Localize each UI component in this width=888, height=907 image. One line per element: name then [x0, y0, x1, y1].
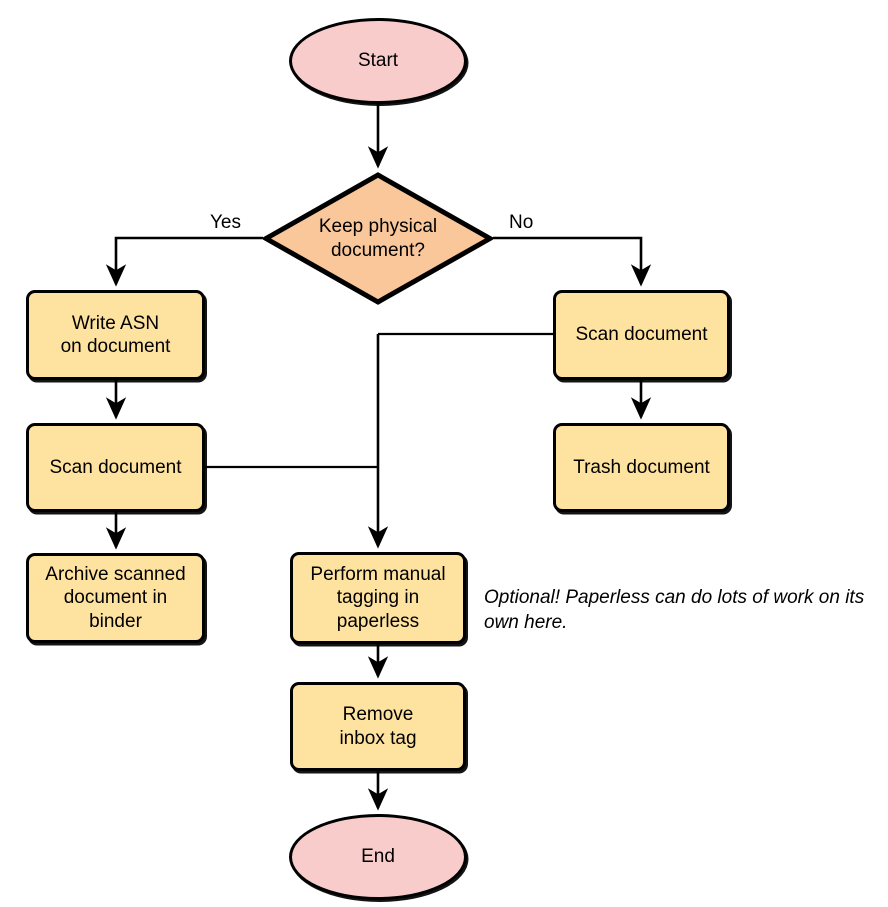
edge-decision-to-write-asn — [105, 236, 263, 287]
node-keep-physical-document[interactable]: Keep physical document? — [263, 172, 493, 305]
node-scan-document-left-label: Scan document — [49, 456, 182, 478]
node-remove-inbox-tag-label: Remove inbox tag — [339, 704, 417, 749]
node-scan-document-right-label: Scan document — [575, 324, 708, 346]
node-trash-document[interactable]: Trash document — [553, 423, 730, 512]
diamond-shape — [263, 172, 493, 305]
node-write-asn-on-document-label: Write ASN on document — [60, 312, 171, 357]
node-end[interactable]: End — [289, 814, 467, 900]
node-perform-manual-tagging-in-paperless-label: Perform manual tagging in paperless — [310, 564, 446, 632]
node-write-asn-on-document[interactable]: Write ASN on document — [26, 290, 205, 380]
node-keep-physical-document-label: Keep physical document? — [318, 216, 438, 261]
node-trash-document-label: Trash document — [573, 456, 710, 478]
node-scan-document-left[interactable]: Scan document — [26, 423, 205, 512]
node-perform-manual-tagging-in-paperless[interactable]: Perform manual tagging in paperless — [290, 552, 466, 644]
edge-label-yes: Yes — [210, 212, 241, 233]
edge-decision-to-scan-right — [493, 236, 652, 287]
edge-label-no: No — [509, 212, 534, 233]
node-start-label: Start — [357, 50, 399, 72]
node-archive-scanned-document-in-binder-label: Archive scanned document in binder — [45, 564, 186, 632]
optional-note: Optional! Paperless can do lots of work … — [484, 587, 865, 633]
node-archive-scanned-document-in-binder[interactable]: Archive scanned document in binder — [26, 553, 205, 643]
node-start[interactable]: Start — [289, 18, 467, 104]
node-scan-document-right[interactable]: Scan document — [553, 290, 730, 380]
node-end-label: End — [361, 846, 395, 868]
node-remove-inbox-tag[interactable]: Remove inbox tag — [290, 682, 466, 771]
